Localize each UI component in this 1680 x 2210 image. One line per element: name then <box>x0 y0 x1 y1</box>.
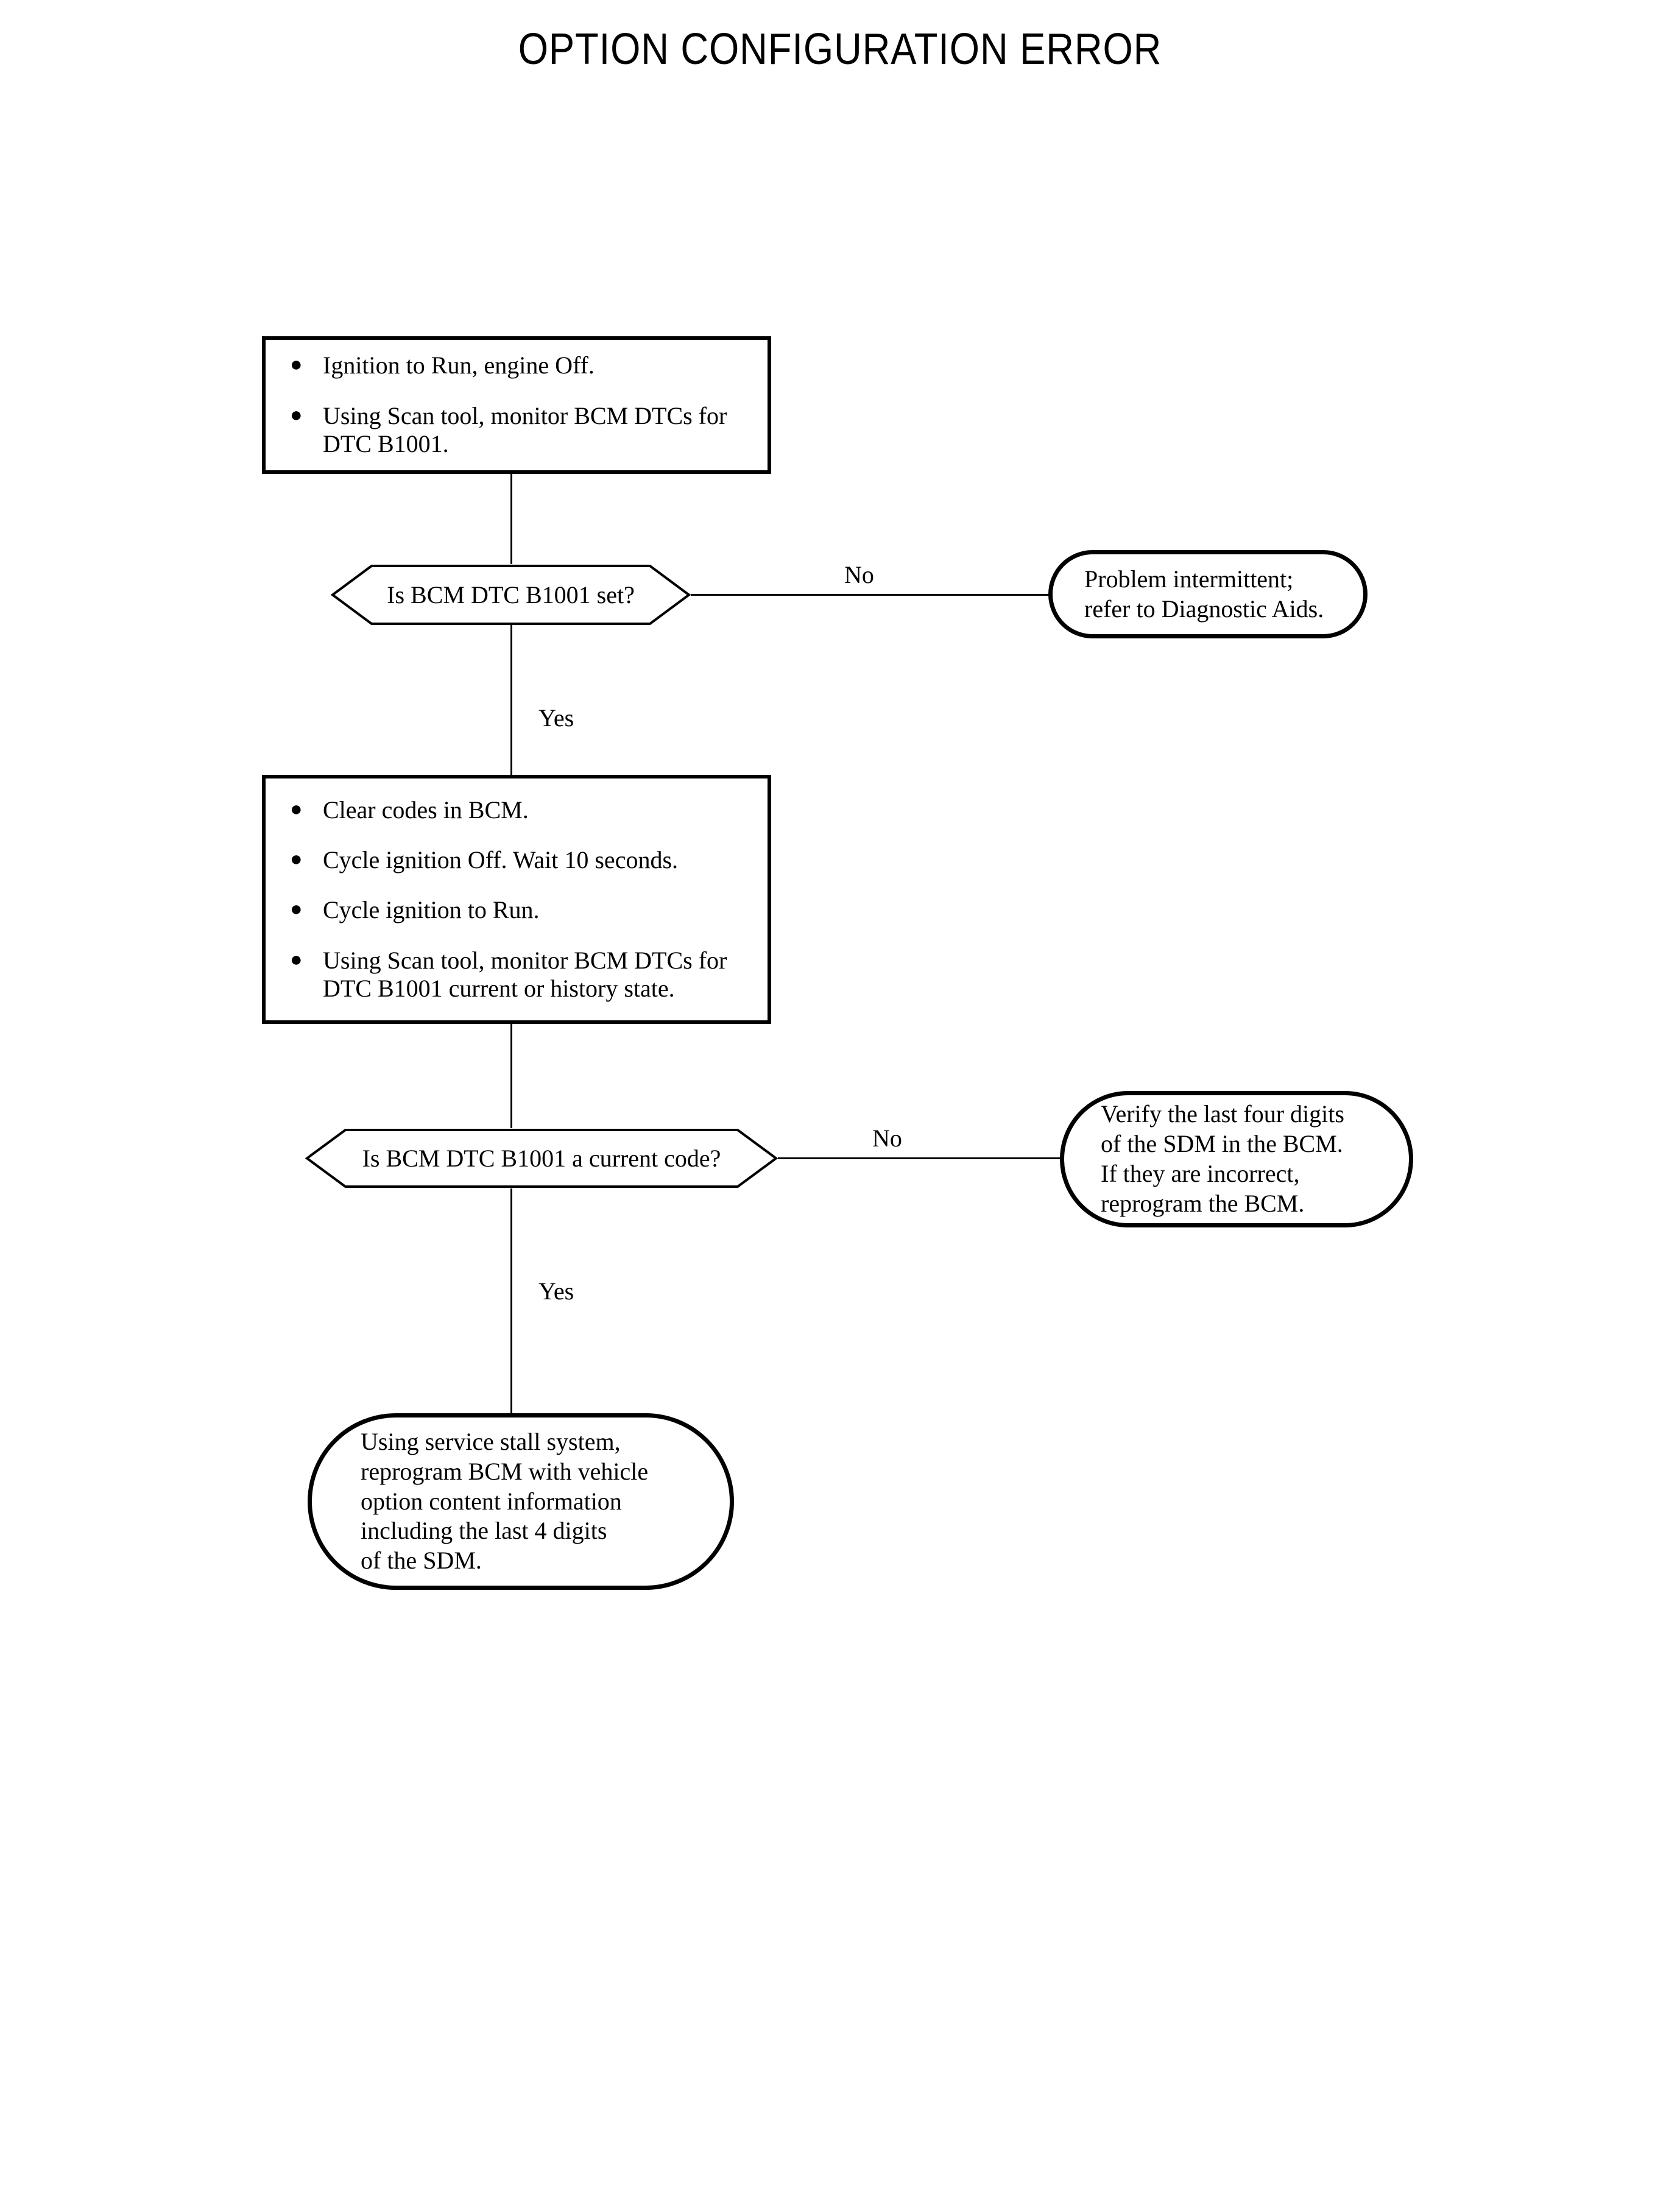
connector-decision1-no <box>691 594 1050 596</box>
decision-is-bcm-dtc-b1001-current-code: Is BCM DTC B1001 a current code? <box>305 1128 778 1188</box>
bullet-list: ● Ignition to Run, engine Off. ● Using S… <box>266 340 768 470</box>
verify-sdm-digits-terminator: Verify the last four digits of the SDM i… <box>1060 1091 1413 1227</box>
edge-label-no-1: No <box>844 561 874 588</box>
terminator-text: Verify the last four digits of the SDM i… <box>1101 1100 1344 1217</box>
terminator-text: Problem intermittent; refer to Diagnosti… <box>1084 565 1324 623</box>
problem-intermittent-terminator: Problem intermittent; refer to Diagnosti… <box>1048 550 1368 638</box>
list-item: ● Clear codes in BCM. <box>290 796 749 824</box>
clear-codes-box: ● Clear codes in BCM. ● Cycle ignition O… <box>262 775 771 1024</box>
bullet-list: ● Clear codes in BCM. ● Cycle ignition O… <box>266 778 768 1020</box>
list-item: ● Cycle ignition to Run. <box>290 896 749 924</box>
bullet-icon: ● <box>290 948 303 971</box>
list-item: ● Ignition to Run, engine Off. <box>290 351 749 380</box>
list-item: ● Cycle ignition Off. Wait 10 seconds. <box>290 846 749 874</box>
connector-box1-to-decision1 <box>510 473 512 565</box>
initial-condition-box: ● Ignition to Run, engine Off. ● Using S… <box>262 336 771 474</box>
list-item-text: Cycle ignition to Run. <box>323 896 540 924</box>
decision-label: Is BCM DTC B1001 set? <box>387 581 635 609</box>
list-item: ● Using Scan tool, monitor BCM DTCs for … <box>290 402 749 459</box>
list-item-text: Using Scan tool, monitor BCM DTCs for DT… <box>323 946 727 1003</box>
connector-box2-to-decision2 <box>510 1024 512 1129</box>
page-title: OPTION CONFIGURATION ERROR <box>518 25 1162 74</box>
bullet-icon: ● <box>290 898 303 921</box>
connector-decision2-yes <box>510 1188 512 1415</box>
bullet-icon: ● <box>290 403 303 426</box>
list-item: ● Using Scan tool, monitor BCM DTCs for … <box>290 947 749 1003</box>
hexagon-outline <box>305 1128 778 1188</box>
edge-label-yes-2: Yes <box>538 1277 574 1305</box>
edge-label-yes-1: Yes <box>538 704 574 732</box>
list-item-text: Ignition to Run, engine Off. <box>323 351 595 380</box>
bullet-icon: ● <box>290 797 303 821</box>
edge-label-no-2: No <box>872 1124 902 1152</box>
connector-decision2-no <box>778 1157 1062 1159</box>
list-item-text: Using Scan tool, monitor BCM DTCs for DT… <box>323 401 727 458</box>
decision-is-bcm-dtc-b1001-set: Is BCM DTC B1001 set? <box>331 564 691 626</box>
list-item-text: Cycle ignition Off. Wait 10 seconds. <box>323 846 679 874</box>
terminator-text: Using service stall system, reprogram BC… <box>361 1428 649 1575</box>
connector-decision1-yes <box>510 625 512 775</box>
reprogram-bcm-terminator: Using service stall system, reprogram BC… <box>308 1413 734 1590</box>
decision-label: Is BCM DTC B1001 a current code? <box>362 1145 721 1172</box>
bullet-icon: ● <box>290 847 303 870</box>
list-item-text: Clear codes in BCM. <box>323 796 529 824</box>
hexagon-outline <box>331 564 691 626</box>
bullet-icon: ● <box>290 353 303 376</box>
